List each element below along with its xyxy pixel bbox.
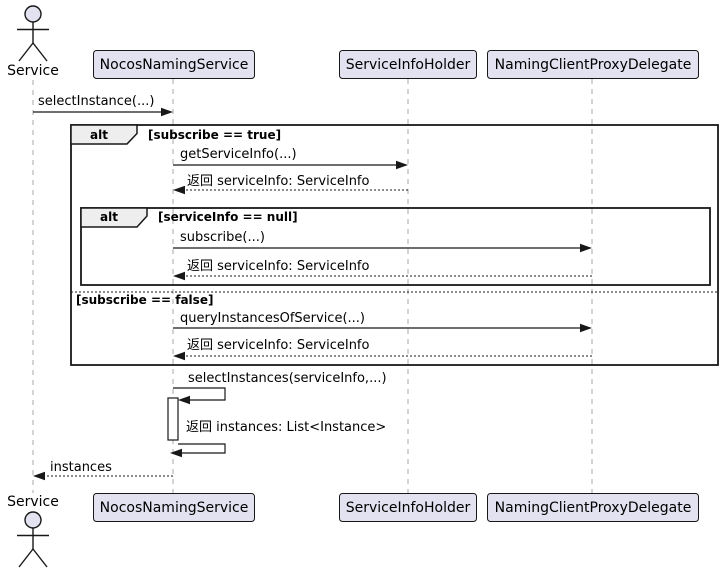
actor-icon-top	[17, 5, 49, 62]
message-label-select-instance: selectInstance(...)	[38, 94, 155, 109]
participant-top-service-info-holder: ServiceInfoHolder	[339, 50, 477, 79]
message-arrow-query-instances	[173, 323, 592, 333]
message-label-query-instances: queryInstancesOfService(...)	[180, 311, 365, 326]
actor-label-bottom: Service	[7, 494, 59, 510]
activation-bar	[167, 397, 179, 441]
participant-bottom-naming-client-proxy-delegate: NamingClientProxyDelegate	[487, 493, 699, 522]
alt-frame-inner-pentagon	[80, 207, 148, 228]
message-label-return-service-info-3: 返回 serviceInfo: ServiceInfo	[187, 338, 370, 353]
message-arrow-select-instances-self	[173, 387, 226, 405]
participant-bottom-nocos-naming-service: NocosNamingService	[93, 493, 255, 522]
message-label-select-instances: selectInstances(serviceInfo,...)	[188, 371, 387, 386]
alt-guard-subscribe-false: [subscribe == false]	[76, 293, 214, 307]
message-arrow-instances	[33, 471, 173, 481]
alt-frame-outer-pentagon	[70, 124, 138, 145]
message-label-get-service-info: getServiceInfo(...)	[180, 147, 297, 162]
actor-icon-bottom	[17, 511, 49, 568]
message-label-instances: instances	[50, 460, 112, 475]
message-arrow-return-service-info-1	[173, 185, 408, 195]
message-arrow-return-service-info-3	[173, 351, 592, 361]
message-arrow-get-service-info	[173, 160, 408, 170]
message-label-subscribe: subscribe(...)	[180, 230, 265, 245]
message-arrow-subscribe	[173, 243, 592, 253]
message-arrow-select-instance	[33, 107, 173, 117]
participant-bottom-service-info-holder: ServiceInfoHolder	[339, 493, 477, 522]
alt-frame-inner	[80, 207, 711, 286]
message-arrow-return-instances-self	[170, 443, 226, 458]
message-label-return-service-info-2: 返回 serviceInfo: ServiceInfo	[187, 259, 370, 274]
message-label-return-service-info-1: 返回 serviceInfo: ServiceInfo	[187, 174, 370, 189]
alt-frame-outer	[70, 124, 719, 366]
alt-guard-serviceinfo-null: [serviceInfo == null]	[158, 210, 298, 224]
actor-label-top: Service	[7, 63, 59, 79]
alt-guard-subscribe-true: [subscribe == true]	[148, 128, 282, 142]
alt-operator-outer: alt	[90, 128, 108, 142]
participant-top-nocos-naming-service: NocosNamingService	[93, 50, 255, 79]
message-arrow-return-service-info-2	[173, 271, 592, 281]
message-label-return-instances: 返回 instances: List<Instance>	[186, 420, 387, 435]
participant-top-naming-client-proxy-delegate: NamingClientProxyDelegate	[487, 50, 699, 79]
alt-operator-inner: alt	[100, 210, 118, 224]
